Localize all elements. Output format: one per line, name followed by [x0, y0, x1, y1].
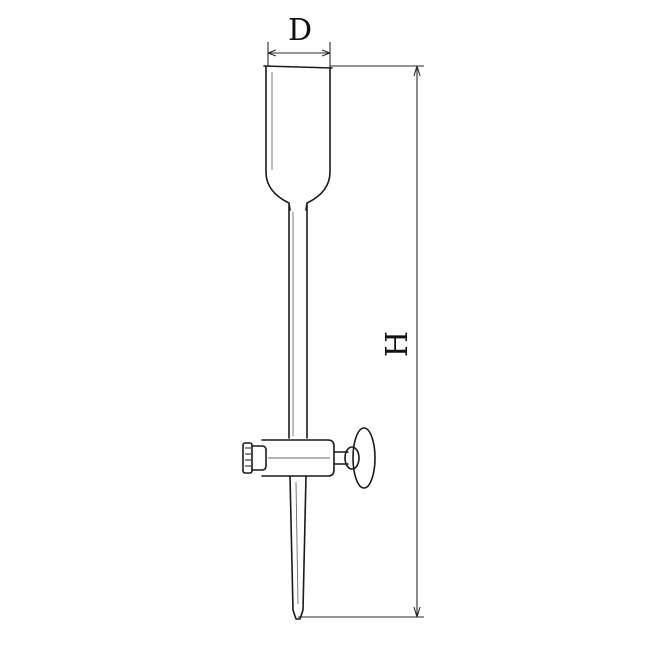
- stem-tube: [288, 204, 308, 439]
- delivery-tip: [289, 475, 307, 620]
- reservoir-cup: [263, 65, 333, 211]
- height-dimension: H: [298, 65, 424, 618]
- stopcock-barrel: [261, 439, 335, 477]
- stopcock-handle-knob: [344, 446, 360, 470]
- tip-outline: [289, 475, 307, 620]
- height-arrow-top: [413, 65, 421, 77]
- stopcock-handle-plate: [352, 427, 376, 489]
- diameter-arrow-right: [321, 49, 331, 57]
- cup-outline: [265, 65, 331, 211]
- height-arrow-bottom: [413, 606, 421, 618]
- cup-rim: [263, 65, 333, 69]
- diameter-label: D: [288, 13, 312, 48]
- stopcock-thread-cap: [242, 442, 253, 474]
- height-label: H: [380, 331, 415, 357]
- tip-inner-line: [295, 481, 299, 605]
- stopcock: [242, 427, 376, 489]
- diameter-dimension: D: [267, 13, 331, 68]
- stopcock-neck: [251, 445, 267, 471]
- diameter-arrow-left: [267, 49, 277, 57]
